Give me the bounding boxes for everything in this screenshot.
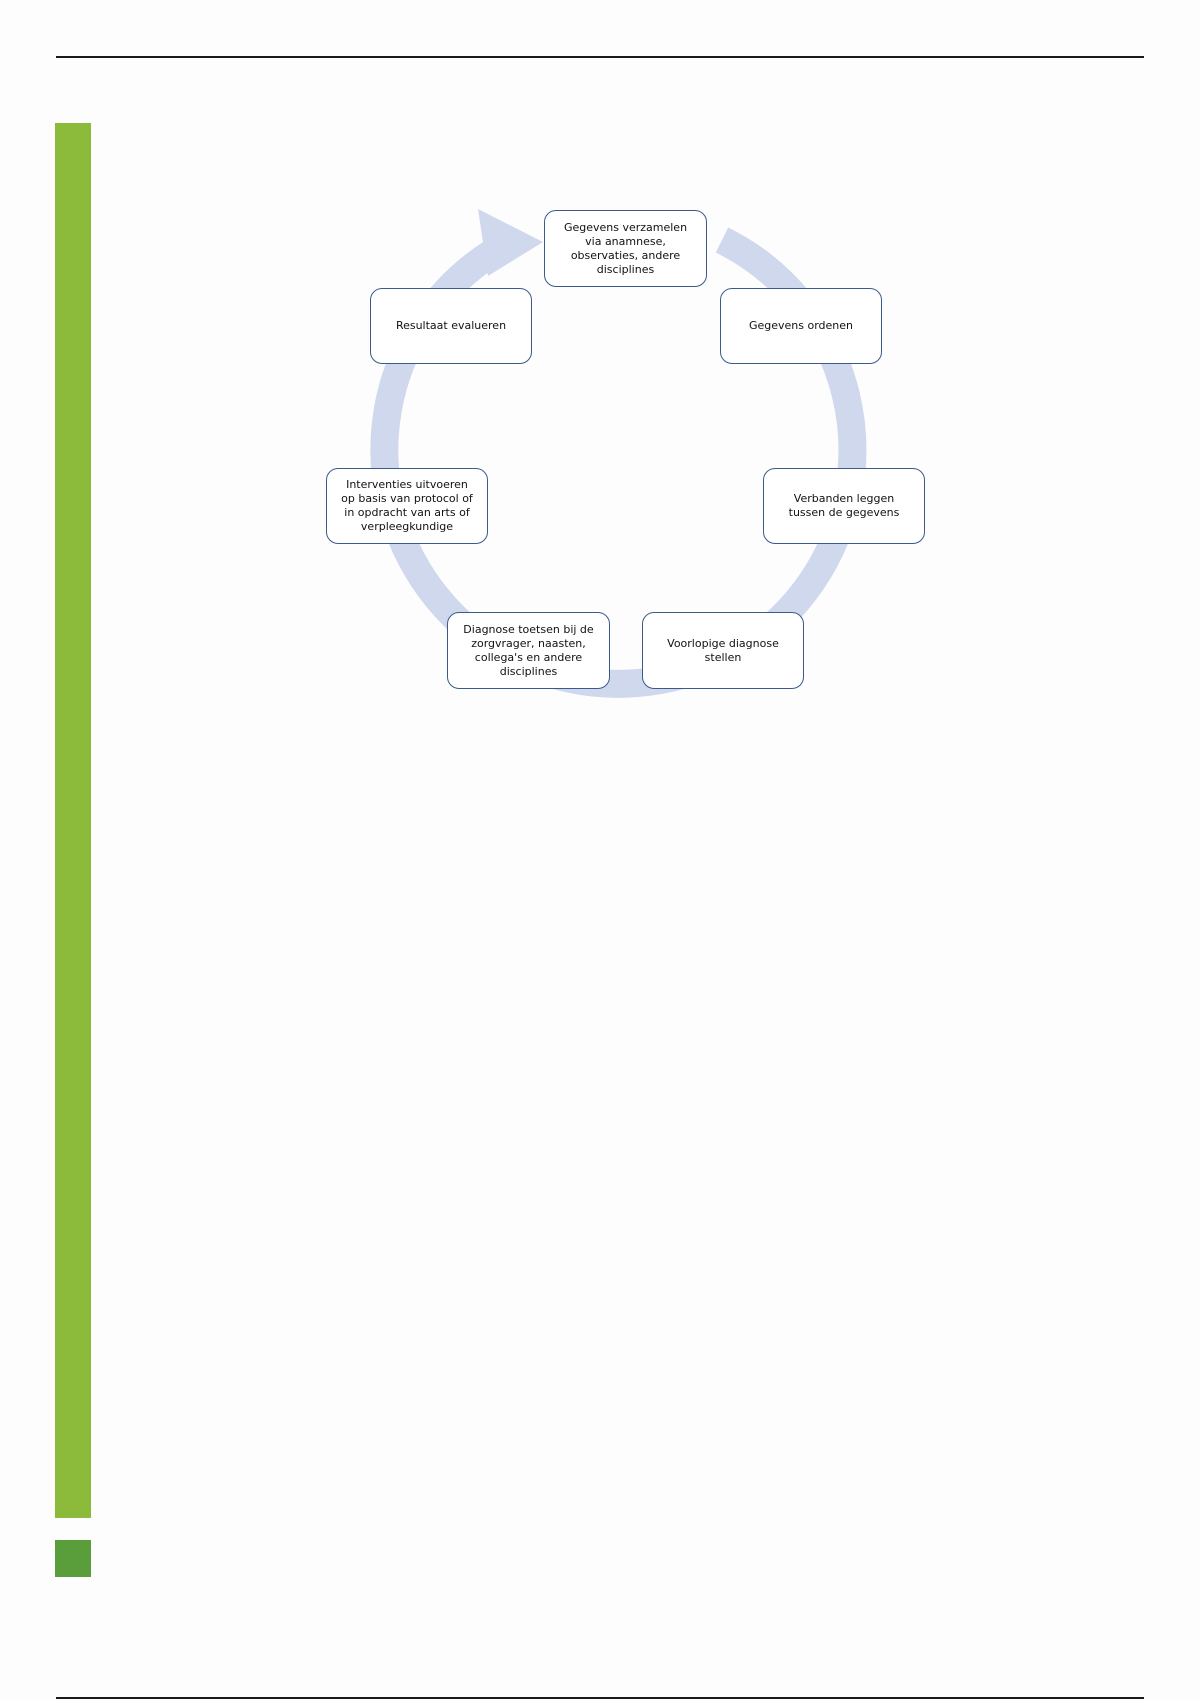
cycle-step-verbanden-leggen: Verbanden leggen tussen de gegevens — [763, 468, 925, 544]
cycle-step-gegevens-verzamelen: Gegevens verzamelen via anamnese, observ… — [544, 210, 707, 287]
footer-rule — [56, 1697, 1144, 1699]
cycle-arrow-ring — [370, 227, 867, 698]
cycle-step-interventies-uitvoeren: Interventies uitvoeren op basis van prot… — [326, 468, 488, 544]
cycle-step-resultaat-evalueren: Resultaat evalueren — [370, 288, 532, 364]
side-accent-square — [55, 1540, 91, 1577]
cycle-step-diagnose-toetsen: Diagnose toetsen bij de zorgvrager, naas… — [447, 612, 610, 689]
header-rule — [56, 56, 1144, 58]
side-accent-bar — [55, 123, 91, 1518]
cycle-step-voorlopige-diagnose: Voorlopige diagnose stellen — [642, 612, 804, 689]
cycle-arrow-head — [478, 209, 543, 276]
cycle-step-gegevens-ordenen: Gegevens ordenen — [720, 288, 882, 364]
cycle-arrow — [370, 209, 867, 698]
